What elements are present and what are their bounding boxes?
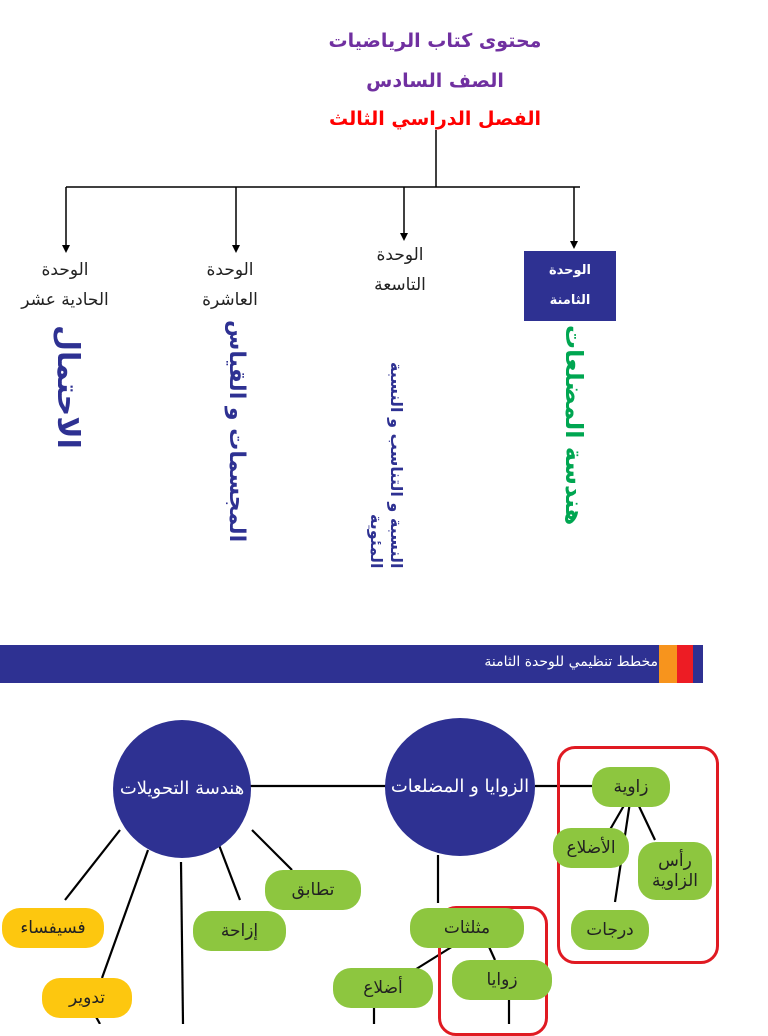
vertex-node: رأس الزاوية — [638, 842, 712, 900]
unit-8-label-line2: الثامنة — [549, 293, 591, 308]
unit-10-label-line2: العاشرة — [202, 290, 258, 310]
sides-node: أضلاع — [333, 968, 433, 1008]
unit-11-topic: الاحتمال — [50, 325, 85, 449]
sides-angle-node: الأضلاع — [553, 828, 629, 868]
unit-10-label: الوحدة العاشرة — [180, 255, 280, 315]
unit-9-label-line2: التاسعة — [374, 275, 426, 295]
tessellation-node: فسيفساء — [2, 908, 104, 948]
banner-accent-orange — [659, 645, 677, 683]
unit-11-label-line2: الحادية عشر — [21, 290, 109, 310]
banner-accent-red — [677, 645, 693, 683]
triangles-node: مثلثات — [410, 908, 524, 948]
tree-connectors — [62, 130, 580, 253]
unit-11-label: الوحدة الحادية عشر — [5, 255, 125, 315]
unit-9-label: الوحدة التاسعة — [350, 240, 450, 300]
unit-9-topic: النسبة و التناسب و النسبة المئوية — [366, 318, 406, 568]
angles-polygons-circle: الزوايا و المضلعات — [385, 718, 535, 856]
unit-8-topic: هندسة المضلعات — [560, 325, 588, 526]
rotation-node: تدوير — [42, 978, 132, 1018]
unit-9-label-line1: الوحدة — [376, 245, 424, 265]
translation-node: إزاحة — [193, 911, 286, 951]
congruence-node: تطابق — [265, 870, 361, 910]
unit-8-label-line1: الوحدة — [548, 263, 592, 278]
unit-9-topic-text: النسبة و التناسب و النسبة المئوية — [367, 361, 406, 568]
unit-10-topic: المجسمات و القياس — [224, 320, 249, 543]
section-banner: مخطط تنظيمي للوحدة الثامنة — [0, 645, 703, 683]
angles-node: زوايا — [452, 960, 552, 1000]
unit-10-label-line1: الوحدة — [206, 260, 254, 280]
banner-title: مخطط تنظيمي للوحدة الثامنة — [484, 654, 658, 670]
title-line-2: الصف السادس — [366, 70, 504, 92]
title-line-1: محتوى كتاب الرياضيات — [328, 30, 542, 52]
transformations-circle: هندسة التحويلات — [113, 720, 251, 858]
degrees-node: درجات — [571, 910, 649, 950]
unit-8-box: الوحدة الثامنة — [524, 251, 616, 321]
angle-node: زاوية — [592, 767, 670, 807]
title-line-3: الفصل الدراسي الثالث — [329, 108, 541, 130]
unit-11-label-line1: الوحدة — [41, 260, 89, 280]
